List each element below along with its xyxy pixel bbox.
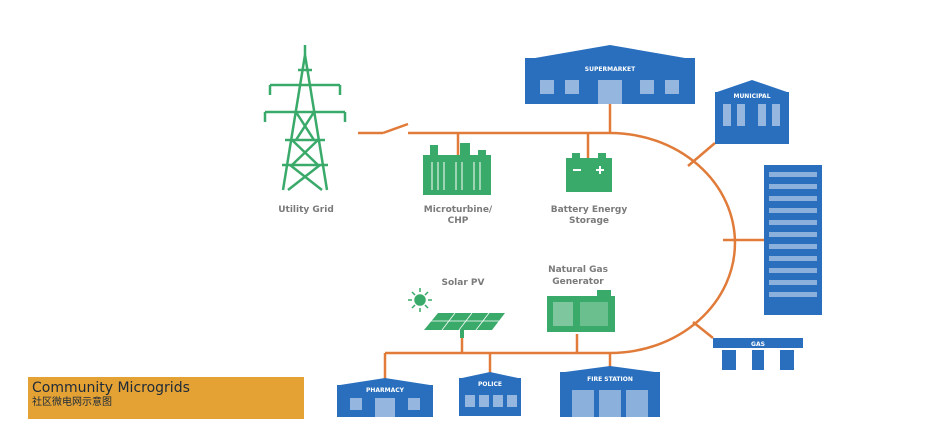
office-tower-icon <box>764 165 822 315</box>
police-icon <box>459 372 521 416</box>
police-sign: POLICE <box>478 381 502 388</box>
gas-generator-label-line1: Natural Gas <box>548 265 608 275</box>
battery-label-line2: Storage <box>569 216 609 226</box>
supermarket-sign: SUPERMARKET <box>585 66 636 73</box>
sun-icon <box>408 288 432 312</box>
fire-station-icon <box>560 366 660 417</box>
supermarket-icon <box>525 45 695 104</box>
solar-label: Solar PV <box>442 278 485 288</box>
gas-generator-label-line2: Generator <box>552 277 604 287</box>
microturbine-icon <box>423 143 491 195</box>
power-lines <box>358 104 764 385</box>
gas-station-icon <box>713 338 803 370</box>
pharmacy-sign: PHARMACY <box>366 387 405 394</box>
gas-generator-icon <box>547 290 615 332</box>
battery-label-line1: Battery Energy <box>551 205 628 215</box>
microturbine-label-line1: Microturbine/ <box>424 205 493 215</box>
battery-icon <box>566 153 612 192</box>
caption-subtitle: 社区微电网示意图 <box>32 397 112 408</box>
gas-sign: GAS <box>751 341 765 348</box>
municipal-sign: MUNICIPAL <box>733 93 770 100</box>
pharmacy-icon <box>337 378 433 417</box>
caption-box: Community Microgrids 社区微电网示意图 <box>28 377 304 419</box>
municipal-icon <box>715 80 789 144</box>
caption-title: Community Microgrids <box>32 380 190 396</box>
microturbine-label-line2: CHP <box>448 216 469 226</box>
solar-panel-icon <box>424 312 505 338</box>
utility-tower-icon <box>263 45 347 191</box>
fire-station-sign: FIRE STATION <box>587 376 633 383</box>
utility-grid-label: Utility Grid <box>278 205 334 215</box>
